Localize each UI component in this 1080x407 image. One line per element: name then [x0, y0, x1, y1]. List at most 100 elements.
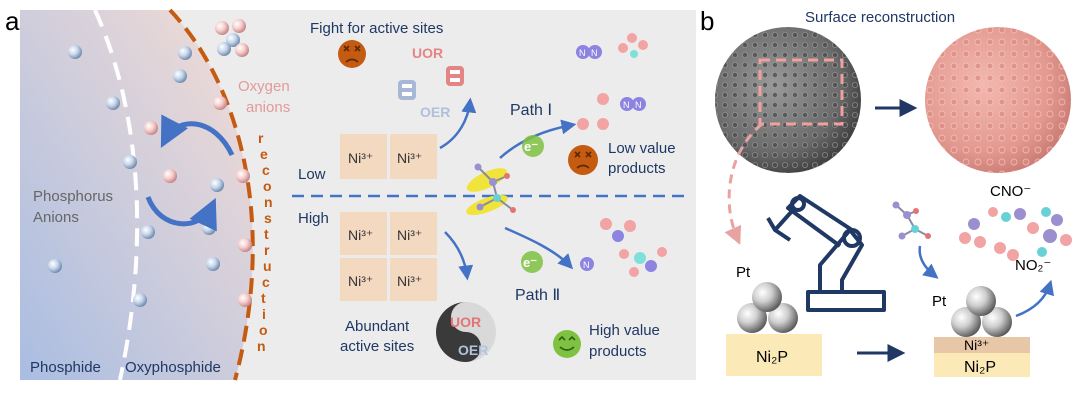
- ni2p-label-left: Ni₂P: [756, 349, 788, 366]
- fight-for-active-sites-label: Fight for active sites: [310, 20, 443, 37]
- ni3-layer-right: [934, 337, 1030, 353]
- electron-label: e⁻: [523, 255, 537, 270]
- ni-label: Ni³⁺: [348, 150, 373, 166]
- oer-label-top: OER: [420, 104, 450, 120]
- ni-label: Ni³⁺: [397, 150, 422, 166]
- o2-molecule: [577, 93, 609, 130]
- svg-text:N: N: [623, 100, 630, 110]
- high-label: High: [298, 210, 329, 227]
- reconstruction-letter: u: [263, 258, 272, 274]
- ni-box: [340, 134, 387, 179]
- phosphorus-anion: [133, 293, 147, 307]
- ni-box: [390, 134, 437, 179]
- reconstruction-letter: t: [264, 226, 269, 242]
- ni-box: [390, 212, 437, 255]
- phosphorus-anion: [206, 257, 220, 271]
- ni3-label-right: Ni³⁺: [964, 337, 989, 353]
- reconstruction-boundary: [168, 8, 255, 381]
- uor-robot-icon: [446, 66, 464, 86]
- phosphorus-anion: [226, 33, 240, 47]
- reconstruction-letter: n: [257, 338, 266, 354]
- oxygen-anions-label-1: Oxygen: [238, 78, 290, 95]
- uor-label-top: UOR: [412, 45, 443, 61]
- low-value-products-label-2: products: [608, 160, 666, 177]
- ni2p-label-right: Ni₂P: [964, 359, 996, 376]
- yin-yang-icon: UOR OER: [436, 302, 496, 362]
- abundant-active-sites-label-1: Abundant: [345, 318, 410, 335]
- ni-box: [340, 258, 387, 301]
- reconstruction-letter: r: [258, 130, 264, 146]
- oxygen-anion: [236, 169, 250, 183]
- ni-label: Ni³⁺: [348, 227, 373, 243]
- reconstruction-letter: c: [262, 162, 270, 178]
- phosphorus-anions-label-1: Phosphorus: [33, 188, 113, 205]
- oxygen-anion: [163, 169, 177, 183]
- path-1-label: Path Ⅰ: [510, 102, 552, 119]
- oxygen-anion: [213, 96, 227, 110]
- ni-box-grid-bottom: Ni³⁺ Ni³⁺ Ni³⁺ Ni³⁺: [340, 212, 437, 301]
- pt-atoms-left: [737, 282, 798, 333]
- reconstruction-letter: n: [264, 194, 273, 210]
- oxyphosphide-label: Oxyphosphide: [125, 359, 221, 376]
- svg-text:N: N: [579, 48, 586, 58]
- svg-text:N: N: [583, 260, 590, 270]
- reconstruction-letter: o: [263, 178, 272, 194]
- cno-label: CNO⁻: [990, 183, 1031, 200]
- no-molecule: [618, 33, 648, 58]
- oer-robot-icon: [398, 80, 416, 100]
- phosphorus-anion: [178, 46, 192, 60]
- oer-label-bottom: OER: [458, 342, 488, 358]
- catalyst-particle-after: [925, 27, 1071, 173]
- phosphide-label: Phosphide: [30, 359, 101, 376]
- oxygen-anion: [215, 21, 229, 35]
- phosphorus-anion: [202, 221, 216, 235]
- zoom-arrow: [724, 122, 763, 245]
- reconstruction-letter: s: [264, 210, 272, 226]
- phosphorus-anion: [217, 42, 231, 56]
- svg-text:N: N: [635, 100, 642, 110]
- phosphorus-anion: [210, 178, 224, 192]
- exchange-arrow-top: [160, 114, 235, 157]
- reconstruction-letter: c: [262, 274, 270, 290]
- oxygen-anion: [144, 121, 158, 135]
- phosphorus-anion: [141, 225, 155, 239]
- ni-label: Ni³⁺: [348, 273, 373, 289]
- reconstruction-letter: t: [261, 290, 266, 306]
- ni-box-grid-top: Ni³⁺ Ni³⁺: [340, 134, 437, 179]
- ni-label: Ni³⁺: [397, 273, 422, 289]
- ni-label: Ni³⁺: [397, 227, 422, 243]
- low-label: Low: [298, 166, 326, 183]
- n2-molecule: N: [580, 257, 594, 271]
- oxygen-anions-label-2: anions: [246, 99, 290, 116]
- phosphorus-anion: [173, 69, 187, 83]
- electron-top-icon: e⁻: [522, 135, 544, 157]
- reconstruction-letter: o: [259, 322, 268, 338]
- panel-a-letter: a: [5, 6, 20, 36]
- zoom-box: [758, 58, 844, 126]
- low-value-products-label-1: Low value: [608, 140, 676, 157]
- reconstruction-letter: i: [262, 306, 266, 322]
- product-molecules-cluster: [959, 207, 1072, 261]
- n2-molecule: N N: [620, 97, 646, 111]
- path-2-label: Path Ⅱ: [515, 287, 560, 304]
- pt-label-left: Pt: [736, 264, 751, 281]
- phosphide-boundary: [93, 9, 140, 381]
- sad-face-icon: [338, 40, 366, 68]
- oxygen-anion: [238, 293, 252, 307]
- ni-box: [340, 212, 387, 255]
- phosphorus-anions-label-2: Anions: [33, 209, 79, 226]
- reconstruction-label: r e c o n s t r u c t i o n: [257, 130, 273, 354]
- cno-molecule: [619, 247, 667, 277]
- path-2-arrow: [504, 226, 574, 270]
- phosphide-region: [20, 10, 253, 380]
- no2-label: NO₂⁻: [1015, 257, 1051, 274]
- electron-label: e⁻: [524, 139, 538, 154]
- oxygen-anion: [235, 43, 249, 57]
- happy-face-icon: [553, 330, 581, 358]
- urea-molecule: [466, 163, 516, 215]
- high-value-products-label-2: products: [589, 343, 647, 360]
- urea-to-catalyst-arrow: [918, 245, 939, 279]
- high-value-products-label-1: High value: [589, 322, 660, 339]
- surface-reconstruction-label: Surface reconstruction: [805, 9, 955, 26]
